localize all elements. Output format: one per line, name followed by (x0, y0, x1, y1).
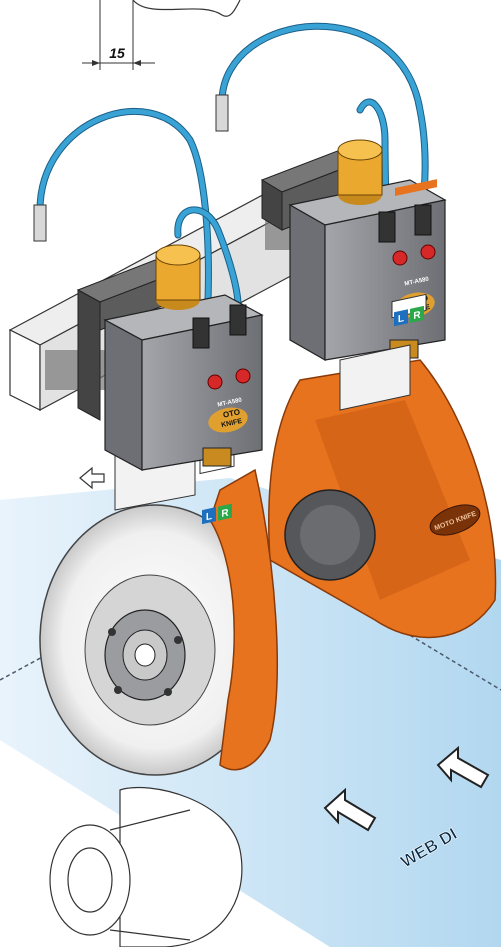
hose-fittings (33, 94, 229, 242)
web-direction-arrows (323, 745, 490, 832)
front-label-r-text: R (221, 507, 229, 520)
front-knife-unit: L R MT-A580 OTO KNIFE (39, 244, 278, 776)
direction-arrow-icon-2 (436, 745, 490, 789)
rear-red-button-right (420, 244, 436, 260)
seal-badge (429, 504, 481, 536)
front-brand-line2: KNIFE (221, 418, 243, 429)
dimension-value: 15 (109, 45, 125, 61)
front-model-text: MT-A580 (217, 397, 243, 408)
rear-label-left (394, 309, 408, 327)
rear-knife-unit: MOTO KNIFE MT-A580 OTO KNIFE L R (260, 139, 497, 639)
front-red-button-left (207, 374, 223, 390)
front-orange-guard (209, 468, 278, 771)
direction-arrow-icon-1 (323, 787, 377, 832)
bottom-roller (49, 786, 243, 947)
rear-label-r-text: R (413, 310, 421, 323)
small-arrow-icon (79, 466, 105, 490)
front-label-left (202, 507, 216, 525)
front-brand-line1: OTO (222, 407, 241, 419)
front-label-right (218, 503, 232, 521)
rear-label-l-text: L (398, 313, 404, 325)
rear-label-right (410, 305, 424, 323)
rear-model-text: MT-A580 (404, 276, 430, 287)
rear-red-button-left (392, 250, 408, 266)
front-red-button-right (235, 368, 251, 384)
dimension-callout: 15 (82, 0, 241, 70)
front-label-l-text: L (206, 511, 212, 523)
